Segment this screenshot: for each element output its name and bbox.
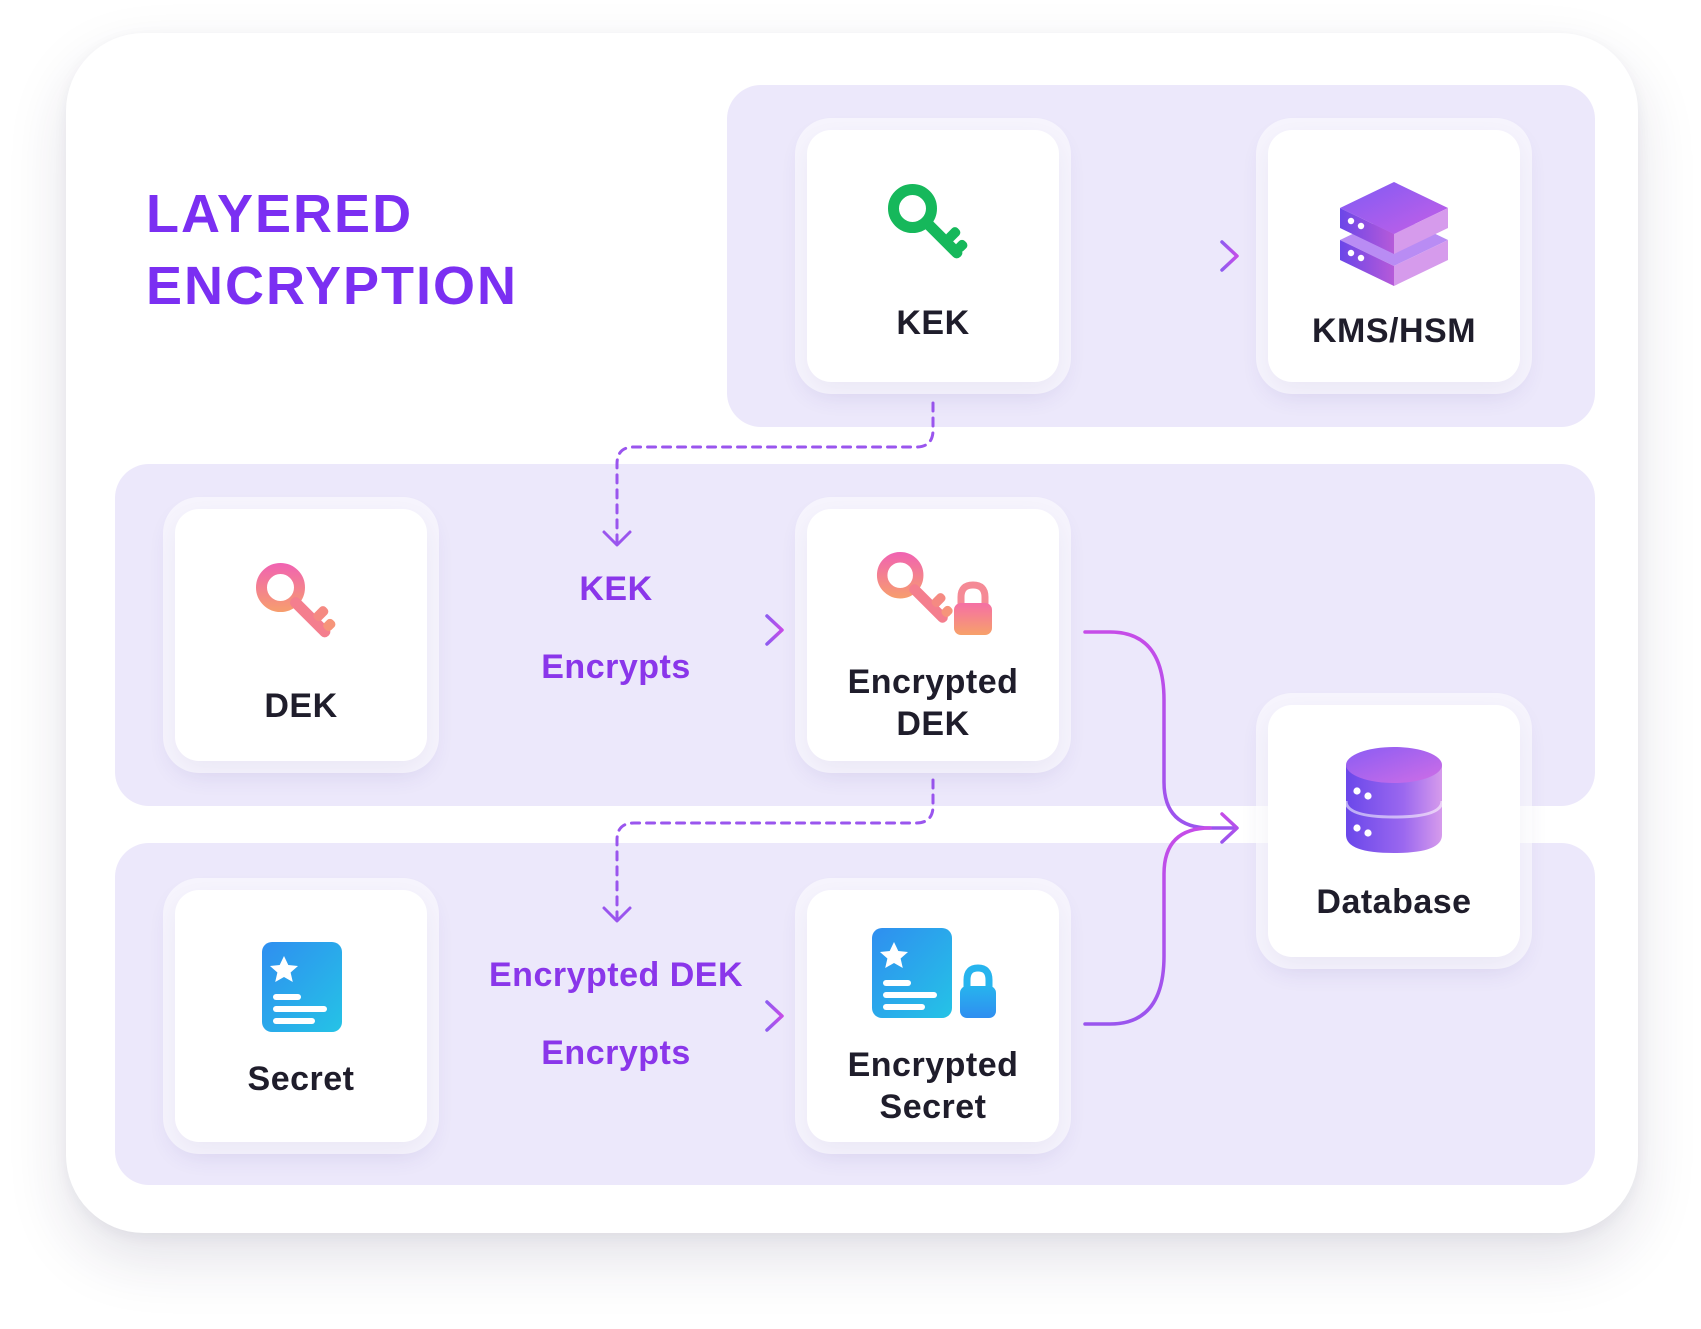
- encrypted-dek-label: Encrypted DEK: [807, 661, 1059, 745]
- kek-label: KEK: [896, 304, 970, 342]
- secret-label: Secret: [247, 1060, 355, 1098]
- edge-label-encrypts-2: Encrypts: [541, 1034, 691, 1072]
- encrypted-dek-label-line1: Encrypted: [847, 663, 1019, 701]
- dashed-arrow-dek-down: [615, 778, 935, 920]
- database-node[interactable]: Database: [1268, 705, 1520, 957]
- key-icon: [255, 562, 336, 638]
- edge-label-encrypted-dek: Encrypted DEK: [489, 956, 743, 994]
- encrypted-secret-label-line2: Secret: [879, 1088, 987, 1126]
- encrypted-secret-label: Encrypted Secret: [807, 1044, 1059, 1128]
- edge-label-kek: KEK: [579, 570, 653, 608]
- secret-node[interactable]: Secret: [175, 890, 427, 1142]
- encrypted-dek-node[interactable]: Encrypted DEK: [807, 509, 1059, 761]
- encrypted-secret-label-line1: Encrypted: [847, 1046, 1019, 1084]
- kek-node[interactable]: KEK: [807, 130, 1059, 382]
- locked-key-icon: [876, 551, 992, 635]
- title-line-2: ENCRYPTION: [146, 256, 519, 316]
- database-icon: [1344, 747, 1444, 853]
- database-label: Database: [1316, 883, 1472, 921]
- server-stack-icon: [1340, 182, 1448, 286]
- dashed-arrow-kek-head: [602, 530, 632, 547]
- arrow-to-database: [1083, 630, 1239, 1026]
- key-icon: [887, 183, 968, 259]
- diagram-title: LAYERED ENCRYPTION: [146, 178, 518, 322]
- dek-label: DEK: [264, 687, 338, 725]
- edge-label-encrypts-1: Encrypts: [541, 648, 691, 686]
- dashed-arrow-kek-down: [615, 401, 935, 544]
- dashed-arrow-dek-head: [602, 906, 632, 923]
- encrypted-secret-node[interactable]: Encrypted Secret: [807, 890, 1059, 1142]
- title-line-1: LAYERED: [146, 184, 414, 244]
- locked-document-icon: [872, 928, 996, 1018]
- kms-hsm-label: KMS/HSM: [1311, 312, 1477, 350]
- secret-document-icon: [262, 942, 342, 1032]
- encrypted-dek-label-line2: DEK: [896, 705, 970, 743]
- arrow-kek-to-kms: [1087, 240, 1239, 272]
- kms-hsm-node[interactable]: KMS/HSM: [1268, 130, 1520, 382]
- arrow-dek-to-encrypted-dek: [451, 614, 784, 646]
- dek-node[interactable]: DEK: [175, 509, 427, 761]
- arrow-secret-to-encrypted-secret: [451, 1000, 784, 1032]
